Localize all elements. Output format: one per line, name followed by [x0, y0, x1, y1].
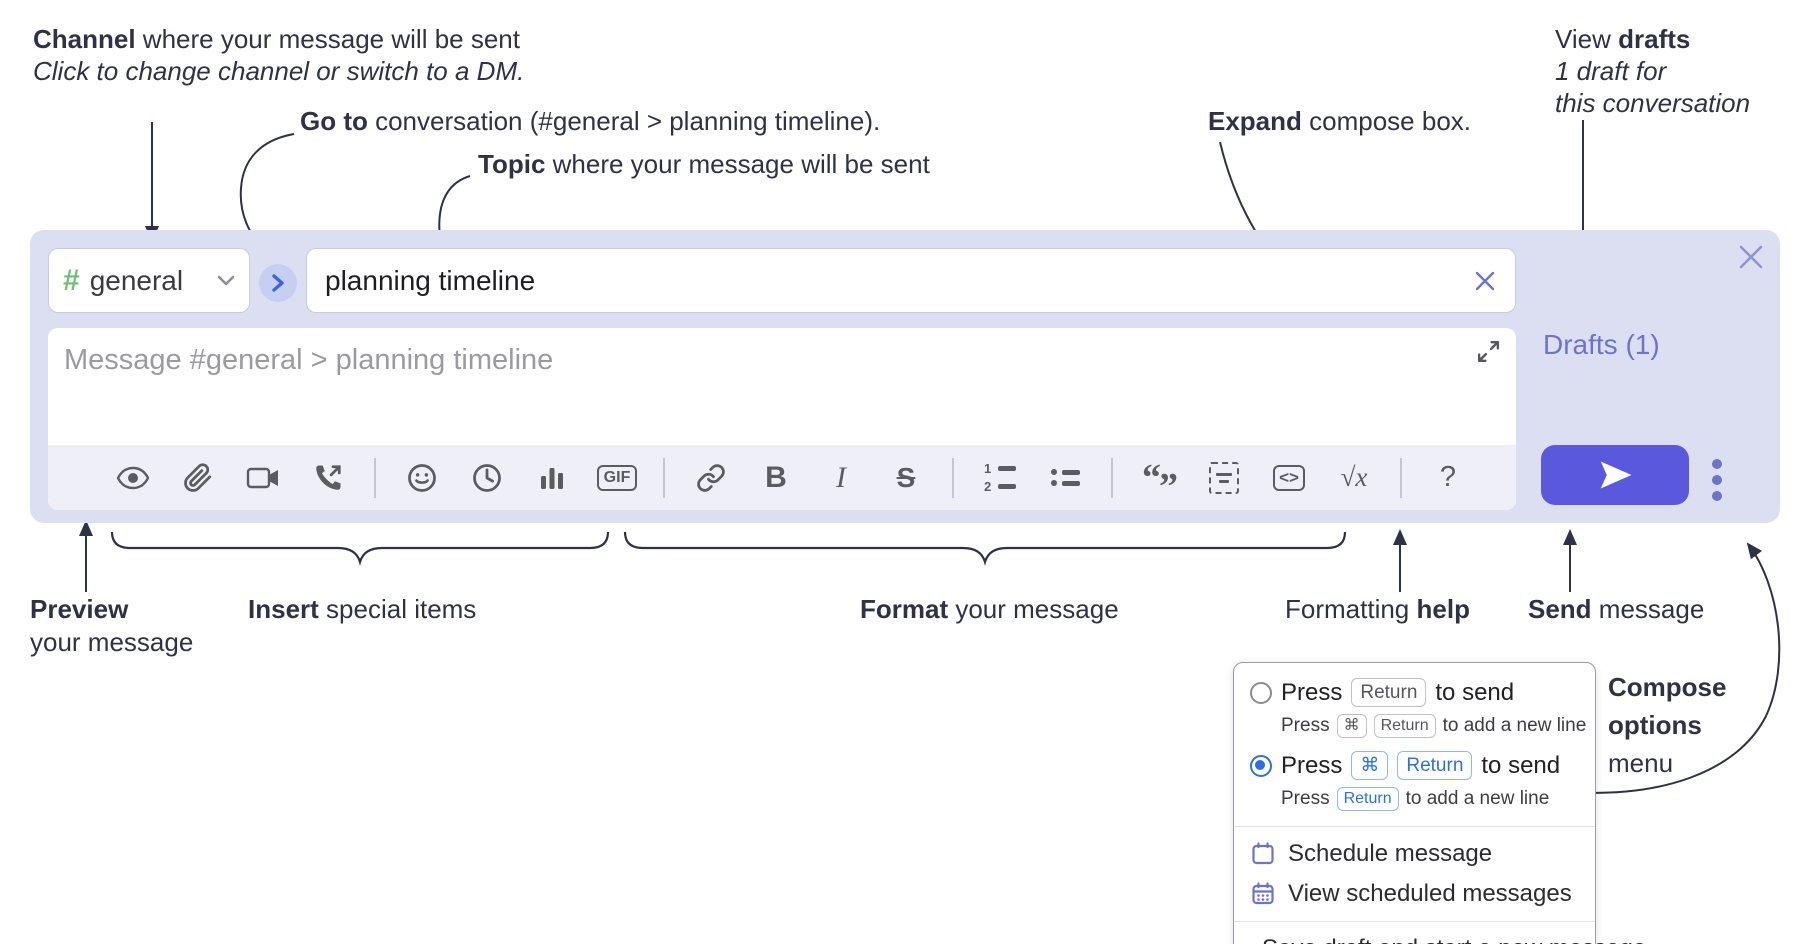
send-option-cmd-return-sub: Press Return to add a new line [1281, 787, 1550, 811]
preview-annotation-line2: your message [30, 627, 194, 657]
menu-divider [1234, 921, 1595, 922]
link-button[interactable] [692, 455, 730, 501]
channel-annotation-sub: Click to change channel or switch to a D… [33, 56, 525, 86]
view-drafts-annotation-line2: 1 draft for [1555, 56, 1667, 86]
expand-icon [1477, 340, 1500, 363]
topic-input[interactable]: planning timeline [306, 248, 1516, 313]
close-icon [1739, 245, 1763, 269]
cmd-key: ⌘ [1336, 714, 1367, 738]
channel-selector[interactable]: # general [48, 248, 250, 313]
bulleted-list-icon [1050, 469, 1080, 486]
calendar-grid-icon [1252, 882, 1274, 905]
view-drafts-annotation: View drafts [1555, 24, 1691, 54]
chevron-down-icon [217, 275, 235, 286]
send-option-return[interactable]: Press Return to send [1234, 673, 1595, 712]
message-placeholder: Message #general > planning timeline [64, 344, 554, 376]
clear-topic-icon[interactable] [1473, 269, 1497, 293]
quote-icon: “” [1142, 456, 1178, 508]
view-drafts-annotation-line3: this conversation [1555, 88, 1751, 118]
calendar-icon [1252, 842, 1274, 865]
italic-icon: I [836, 460, 846, 494]
formatting-help-annotation: Formatting help [1285, 594, 1470, 624]
bold-icon: B [765, 460, 787, 494]
compose-options-kebab-button[interactable] [1712, 459, 1722, 501]
return-key: Return [1351, 678, 1427, 707]
clock-icon [473, 463, 501, 492]
topic-annotation: Topic where your message will be sent [478, 149, 930, 179]
bar-chart-icon [541, 467, 563, 489]
send-option-return-sub: Press ⌘ Return to add a new line [1281, 714, 1587, 738]
schedule-message-item[interactable]: Schedule message [1234, 834, 1595, 874]
video-camera-icon [246, 467, 278, 488]
link-icon [697, 463, 725, 492]
channel-name: general [89, 264, 184, 296]
toolbar-divider [952, 457, 954, 498]
gif-icon: GIF [596, 464, 638, 491]
global-time-button[interactable] [468, 455, 506, 501]
preview-annotation: Preview [30, 594, 129, 624]
radio-selected-icon[interactable] [1250, 754, 1272, 777]
math-button[interactable]: √x [1335, 455, 1373, 501]
quote-button[interactable]: “” [1140, 455, 1178, 508]
numbered-list-icon: 1 2 [984, 462, 1016, 493]
drafts-link[interactable]: Drafts (1) [1543, 329, 1660, 360]
compose-toolbar: GIF B I S 1 2 [48, 445, 1516, 510]
send-icon [1600, 461, 1632, 489]
close-compose-button[interactable] [1736, 242, 1766, 277]
chevron-right-icon [272, 274, 284, 292]
send-option-cmd-return[interactable]: Press ⌘ Return to send [1234, 746, 1595, 785]
spoiler-button[interactable] [1205, 455, 1243, 501]
phone-call-icon [316, 464, 341, 490]
preview-button[interactable] [114, 455, 152, 501]
send-button[interactable] [1541, 445, 1689, 505]
toolbar-divider [663, 457, 665, 498]
compose-options-annotation: Compose options menu [1608, 672, 1727, 778]
gif-button[interactable]: GIF [596, 455, 638, 501]
strikethrough-icon: S [896, 461, 916, 493]
view-scheduled-messages-item[interactable]: View scheduled messages [1234, 874, 1595, 914]
video-call-button[interactable] [244, 455, 282, 501]
compose-box: # general planning timeline Message #gen… [30, 230, 1780, 523]
radio-unselected-icon[interactable] [1250, 681, 1272, 704]
return-key: Return [1397, 751, 1473, 780]
strikethrough-button[interactable]: S [887, 455, 925, 501]
poll-button[interactable] [533, 455, 571, 501]
menu-divider [1234, 826, 1595, 827]
attach-file-button[interactable] [179, 455, 217, 501]
emoji-button[interactable] [403, 455, 441, 501]
insert-annotation: Insert special items [248, 594, 477, 624]
question-mark-icon: ? [1439, 461, 1457, 493]
channel-annotation: Channel where your message will be sent [33, 24, 520, 54]
save-draft-new-message-item[interactable]: Save draft and start a new message [1234, 929, 1646, 944]
code-button[interactable]: <> [1270, 455, 1308, 501]
code-icon: <> [1273, 464, 1305, 491]
goto-conversation-button[interactable] [259, 264, 297, 302]
message-area[interactable]: Message #general > planning timeline [48, 328, 1516, 510]
smiley-icon [408, 463, 436, 492]
format-annotation: Format your message [860, 594, 1119, 624]
toolbar-divider [374, 457, 376, 498]
italic-button[interactable]: I [822, 455, 860, 501]
spoiler-icon [1209, 461, 1239, 494]
cmd-key: ⌘ [1351, 751, 1389, 780]
bold-button[interactable]: B [757, 455, 795, 501]
bulleted-list-button[interactable] [1046, 455, 1084, 501]
topic-value: planning timeline [325, 264, 536, 296]
send-message-annotation: Send message [1528, 594, 1705, 624]
return-key: Return [1373, 714, 1436, 738]
math-icon: √x [1340, 462, 1368, 492]
numbered-list-button[interactable]: 1 2 [981, 455, 1019, 501]
return-key: Return [1336, 787, 1399, 811]
message-formatting-help-button[interactable]: ? [1429, 455, 1467, 501]
toolbar-divider [1400, 457, 1402, 498]
paperclip-icon [184, 462, 212, 492]
compose-options-menu: Press Return to send Press ⌘ Return to a… [1233, 662, 1646, 944]
goto-annotation: Go to conversation (#general > planning … [300, 106, 881, 136]
expand-annotation: Expand compose box. [1208, 106, 1472, 136]
channel-hash-icon: # [63, 263, 80, 297]
eye-icon [116, 466, 150, 489]
toolbar-divider [1111, 457, 1113, 498]
expand-compose-button[interactable] [1475, 338, 1502, 370]
audio-call-button[interactable] [309, 455, 347, 501]
